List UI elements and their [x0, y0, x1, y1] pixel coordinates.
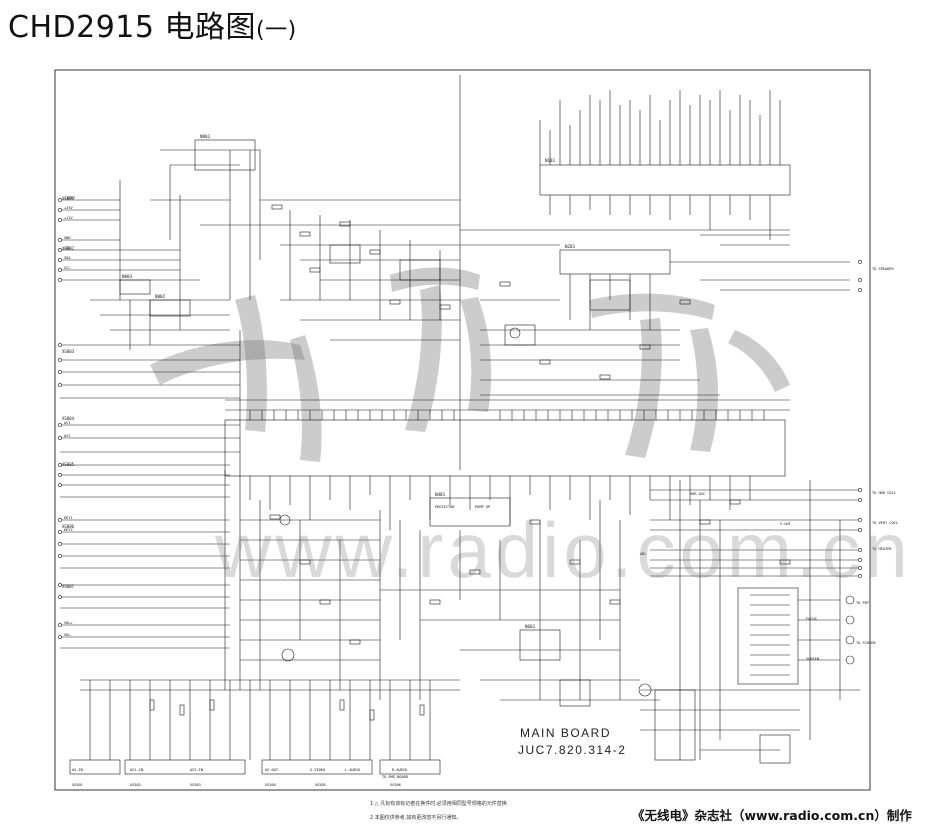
ic-label: N802 — [155, 294, 166, 299]
watermark-calligraphy — [150, 267, 790, 462]
right-connector-pins — [858, 260, 862, 578]
connector-label: XS805 — [62, 462, 75, 467]
watermark-url: www.radio.com.cn — [215, 506, 912, 594]
bottom-connector-label: XS505 — [315, 783, 326, 787]
bottom-connector-label: XS503 — [190, 783, 201, 787]
ic-label: N801 — [200, 134, 211, 139]
bottom-port-label: AV1-IN — [130, 768, 143, 772]
left-connector-pins — [58, 198, 62, 639]
bottom-port-label: AV2-IN — [190, 768, 203, 772]
connector-label: XS803 — [62, 349, 75, 354]
bottom-connector-label: XS504 — [265, 783, 276, 787]
footnote-2: 2 本图仅供参考,如有更改恕不另行通知。 — [370, 815, 462, 821]
output-label: TO HEATER — [872, 547, 892, 551]
output-label: TO VERT COIL — [872, 521, 898, 525]
output-label: TO FBT — [856, 601, 870, 605]
wiring — [60, 75, 860, 775]
board-code: JUC7.820.314-2 — [518, 743, 627, 757]
pin-label: AV2 — [64, 434, 71, 438]
bottom-connector-label: XS501 — [72, 783, 83, 787]
pin-label: VOL- — [64, 633, 73, 637]
connector-label: XS806 — [62, 524, 75, 529]
misc-label: SCREEN — [806, 657, 819, 661]
misc-label: V-OUT — [780, 522, 792, 526]
misc-label: FOCUS — [806, 617, 817, 621]
misc-label: PROTECTOR — [435, 505, 455, 509]
board-frame — [54, 69, 871, 791]
pin-label: +5V — [64, 246, 71, 250]
pin-label: KEY1 — [64, 516, 73, 520]
misc-label: ABL — [640, 552, 647, 556]
ic-label: N401 — [435, 492, 446, 497]
components — [149, 204, 855, 721]
pin-label: +33V — [64, 206, 73, 210]
pin-label: +185V — [64, 196, 76, 200]
title-suffix: (一) — [256, 18, 297, 43]
ic-label: N601 — [525, 624, 536, 629]
pin-label: +12V — [64, 216, 73, 220]
ic-label: N201 — [565, 244, 576, 249]
page-title: CHD2915 电路图(一) — [8, 2, 297, 46]
pin-label: KEY2 — [64, 528, 73, 532]
ic-label: N803 — [122, 274, 133, 279]
bottom-port-label: L-AUDIO — [345, 768, 360, 772]
connector-label: XS804 — [62, 416, 75, 421]
misc-label: HOR OSC — [690, 492, 705, 496]
title-main: CHD2915 电路图 — [8, 10, 256, 45]
bottom-connector-label: XS502 — [130, 783, 141, 787]
pin-label: AV1 — [64, 421, 71, 425]
bottom-connector-label: XS506 — [390, 783, 401, 787]
bottom-port-label: AV-OUT — [265, 768, 279, 772]
output-label: TO SCREEN — [856, 641, 875, 645]
bottom-port-label: S-VIDEO — [310, 768, 325, 772]
pin-label: SCL — [64, 266, 71, 270]
bottom-port-label: TO EMS BOARD — [382, 775, 408, 779]
connector-label: XS807 — [62, 584, 75, 589]
connector-label: XS801 — [62, 196, 75, 201]
pin-label: VOL+ — [64, 621, 73, 625]
credit-line: 《无线电》杂志社（www.radio.com.cn）制作 — [632, 808, 912, 823]
pin-label: GND — [64, 236, 71, 240]
output-label: TO SPEAKER — [872, 267, 894, 271]
board-name: MAIN BOARD — [520, 726, 612, 740]
misc-label: PUMP UP — [475, 505, 490, 509]
pin-label: SDA — [64, 256, 71, 260]
ic-label: N101 — [545, 158, 556, 163]
footnote-1: 1 △ 凡标有该标记者在换件时,必须用相同型号规格的元件替换 — [370, 801, 507, 807]
output-label: TO HDR COIL — [872, 491, 896, 495]
connector-label: XS802 — [62, 246, 75, 251]
bottom-port-label: AV-IN — [72, 768, 83, 772]
bottom-port-label: R-AUDIO — [392, 768, 407, 772]
